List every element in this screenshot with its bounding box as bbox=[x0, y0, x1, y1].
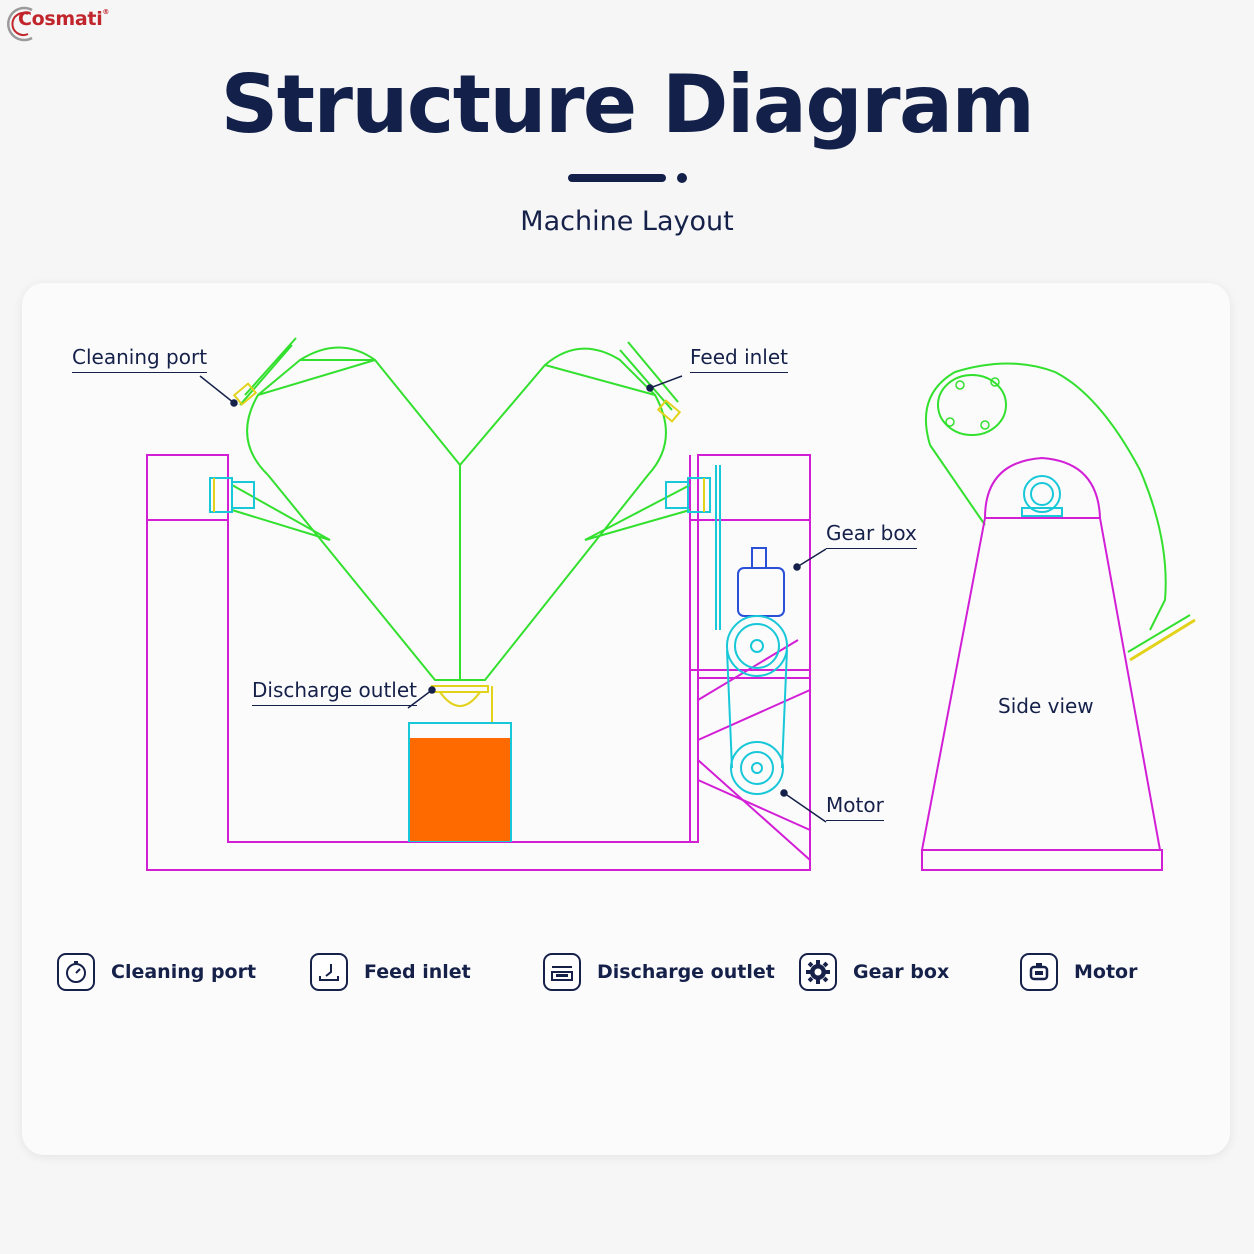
timer-icon bbox=[57, 953, 95, 991]
legend-label: Gear box bbox=[853, 961, 950, 983]
drive-system bbox=[726, 547, 788, 795]
page-title: Structure Diagram bbox=[220, 58, 1035, 151]
legend-item-discharge-outlet: Discharge outlet bbox=[543, 950, 775, 994]
base-frame bbox=[146, 454, 811, 871]
legend-label: Discharge outlet bbox=[597, 961, 775, 983]
title-dot bbox=[677, 173, 687, 183]
motor-icon bbox=[1020, 953, 1058, 991]
callout-cleaning-port: Cleaning port bbox=[72, 345, 208, 373]
discharge-valve bbox=[431, 685, 493, 722]
leader-lines bbox=[199, 375, 827, 823]
callout-feed-inlet: Feed inlet bbox=[690, 345, 789, 373]
legend-label: Motor bbox=[1074, 961, 1138, 983]
side-view-label: Side view bbox=[998, 694, 1094, 718]
legend-label: Cleaning port bbox=[111, 961, 257, 983]
tray-inlet-icon bbox=[310, 953, 348, 991]
diagram-card bbox=[22, 283, 1230, 1155]
callout-discharge-outlet: Discharge outlet bbox=[252, 678, 417, 706]
brand-logo: Cosmati® bbox=[2, 2, 112, 46]
logo-swirl-icon bbox=[7, 6, 33, 42]
legend-item-motor: Motor bbox=[1020, 950, 1137, 994]
callout-gear-box: Gear box bbox=[826, 521, 917, 549]
callout-motor: Motor bbox=[826, 793, 884, 821]
logo-text: Cosmati® bbox=[18, 8, 110, 30]
shaft-bearings bbox=[209, 465, 721, 630]
v-vessel bbox=[231, 337, 691, 681]
collecting-container bbox=[408, 722, 512, 842]
legend-item-feed-inlet: Feed inlet bbox=[310, 950, 471, 994]
legend-label: Feed inlet bbox=[364, 961, 471, 983]
discharge-icon bbox=[543, 953, 581, 991]
title-underline bbox=[568, 174, 666, 182]
page-subtitle: Machine Layout bbox=[520, 206, 734, 237]
legend-item-cleaning-port: Cleaning port bbox=[57, 950, 256, 994]
legend-item-gear-box: Gear box bbox=[799, 950, 949, 994]
port-flanges bbox=[213, 382, 705, 512]
gear-icon bbox=[799, 953, 837, 991]
side-view-drawing bbox=[920, 362, 1196, 871]
